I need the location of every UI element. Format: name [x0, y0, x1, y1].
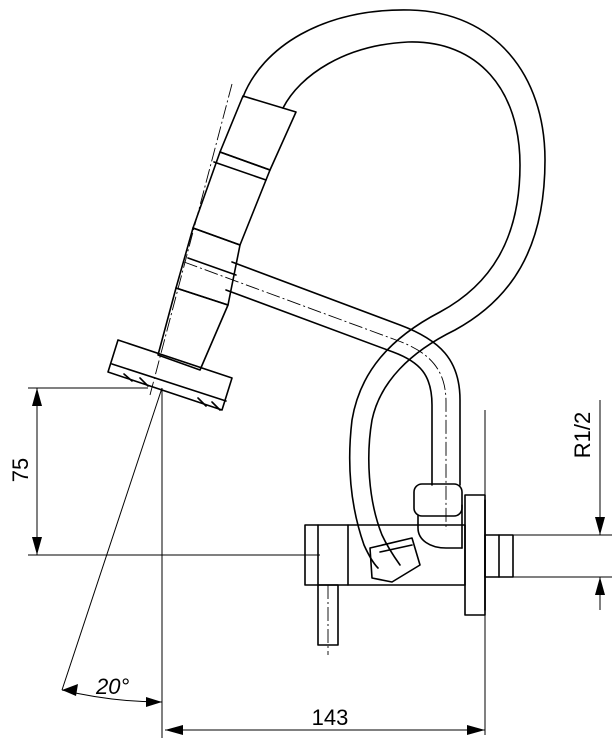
dimension-thread: R1/2 — [513, 400, 612, 610]
wall-flange — [464, 494, 486, 616]
union-nut — [413, 483, 463, 549]
flexible-hose — [242, 9, 546, 569]
shower-head — [107, 339, 233, 411]
shower-centerline — [149, 83, 233, 396]
dimension-75: 75 — [8, 387, 320, 556]
shower-grip — [219, 95, 297, 171]
swivel-arm — [183, 261, 461, 530]
dimension-angle-label: 20° — [95, 674, 129, 699]
dimension-143-label: 143 — [312, 705, 349, 730]
dimension-143: 143 — [161, 700, 485, 738]
valve-body — [304, 410, 514, 735]
shower-neck — [157, 287, 229, 371]
valve-housing — [304, 524, 466, 586]
dimension-thread-label: R1/2 — [570, 412, 595, 458]
dimension-angle: 20° — [61, 387, 163, 710]
hand-shower — [107, 83, 297, 411]
shower-handle — [192, 151, 271, 246]
hex-nut — [369, 537, 421, 583]
dimension-75-label: 75 — [8, 458, 33, 482]
shower-collar — [175, 227, 241, 306]
